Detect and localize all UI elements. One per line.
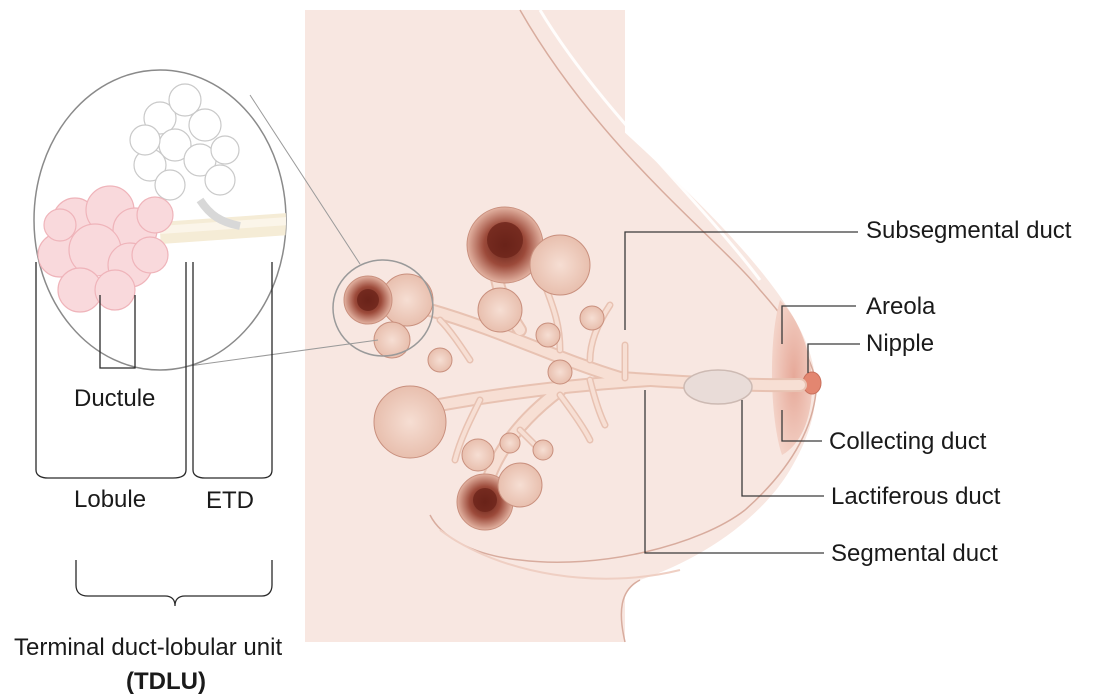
label-tdlu-name: Terminal duct-lobular unit [14, 636, 282, 660]
label-areola: Areola [866, 295, 935, 319]
label-lactiferous-duct: Lactiferous duct [831, 485, 1000, 509]
label-lobule: Lobule [74, 488, 146, 512]
label-collecting-duct: Collecting duct [829, 430, 986, 454]
magnified-tdlu [34, 70, 300, 370]
label-nipple: Nipple [866, 332, 934, 356]
lactiferous-sinus [684, 370, 752, 404]
label-tdlu-abbr: (TDLU) [126, 670, 206, 694]
label-subsegmental-duct: Subsegmental duct [866, 219, 1071, 243]
label-segmental-duct: Segmental duct [831, 542, 998, 566]
label-etd: ETD [206, 489, 254, 513]
label-ductule: Ductule [74, 387, 155, 411]
